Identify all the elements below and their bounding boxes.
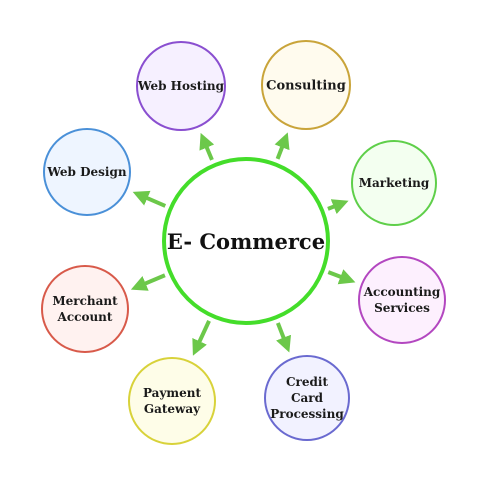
node-circle-3	[358, 256, 446, 344]
node-circle-0	[136, 41, 226, 131]
node-label-5-line-1: Gateway	[144, 402, 201, 416]
node-circle-7	[43, 128, 131, 216]
node-label-1-line-0: Consulting	[266, 79, 346, 94]
satellite-nodes: Web Hosting ConsultingMarketingAccounting…	[41, 40, 446, 445]
node-label-6-line-1: Account	[57, 310, 113, 324]
node-label-0-line-0: Web Hosting	[137, 79, 225, 93]
arrow-0	[199, 132, 215, 161]
node-label-7-line-0: Web Design	[46, 165, 126, 179]
node-circle-2	[351, 140, 437, 226]
node-circle-5	[128, 357, 216, 445]
node-label-6-line-0: Merchant	[52, 294, 118, 308]
arrow-7	[132, 190, 167, 208]
node-label-3-line-0: Accounting	[363, 285, 441, 299]
center-hub: E- Commerce	[162, 157, 330, 325]
node-label-4-line-0: Credit	[286, 375, 328, 389]
node-circle-4	[264, 355, 350, 441]
node-label-4-line-2: Processing	[270, 407, 344, 421]
node-circle-1	[261, 40, 351, 130]
arrow-3	[327, 269, 356, 285]
arrow-5	[192, 320, 211, 356]
node-label-2-line-0: Marketing	[359, 176, 430, 190]
arrow-4	[276, 322, 291, 353]
node-0: Web Hosting	[136, 41, 226, 131]
node-label-5-line-0: Payment	[143, 386, 202, 400]
node-2: Marketing	[351, 140, 437, 226]
node-label-3-line-1: Services	[374, 301, 430, 315]
arrow-1	[274, 132, 290, 160]
node-label-4-line-1: Card	[291, 391, 324, 405]
arrows-group	[130, 132, 356, 356]
center-circle	[162, 157, 330, 325]
node-circle-6	[41, 265, 129, 353]
arrow-2	[327, 199, 349, 215]
arrow-6	[130, 273, 166, 291]
node-7: Web Design	[43, 128, 131, 216]
center-label: E- Commerce	[167, 229, 325, 254]
node-1: Consulting	[261, 40, 351, 130]
